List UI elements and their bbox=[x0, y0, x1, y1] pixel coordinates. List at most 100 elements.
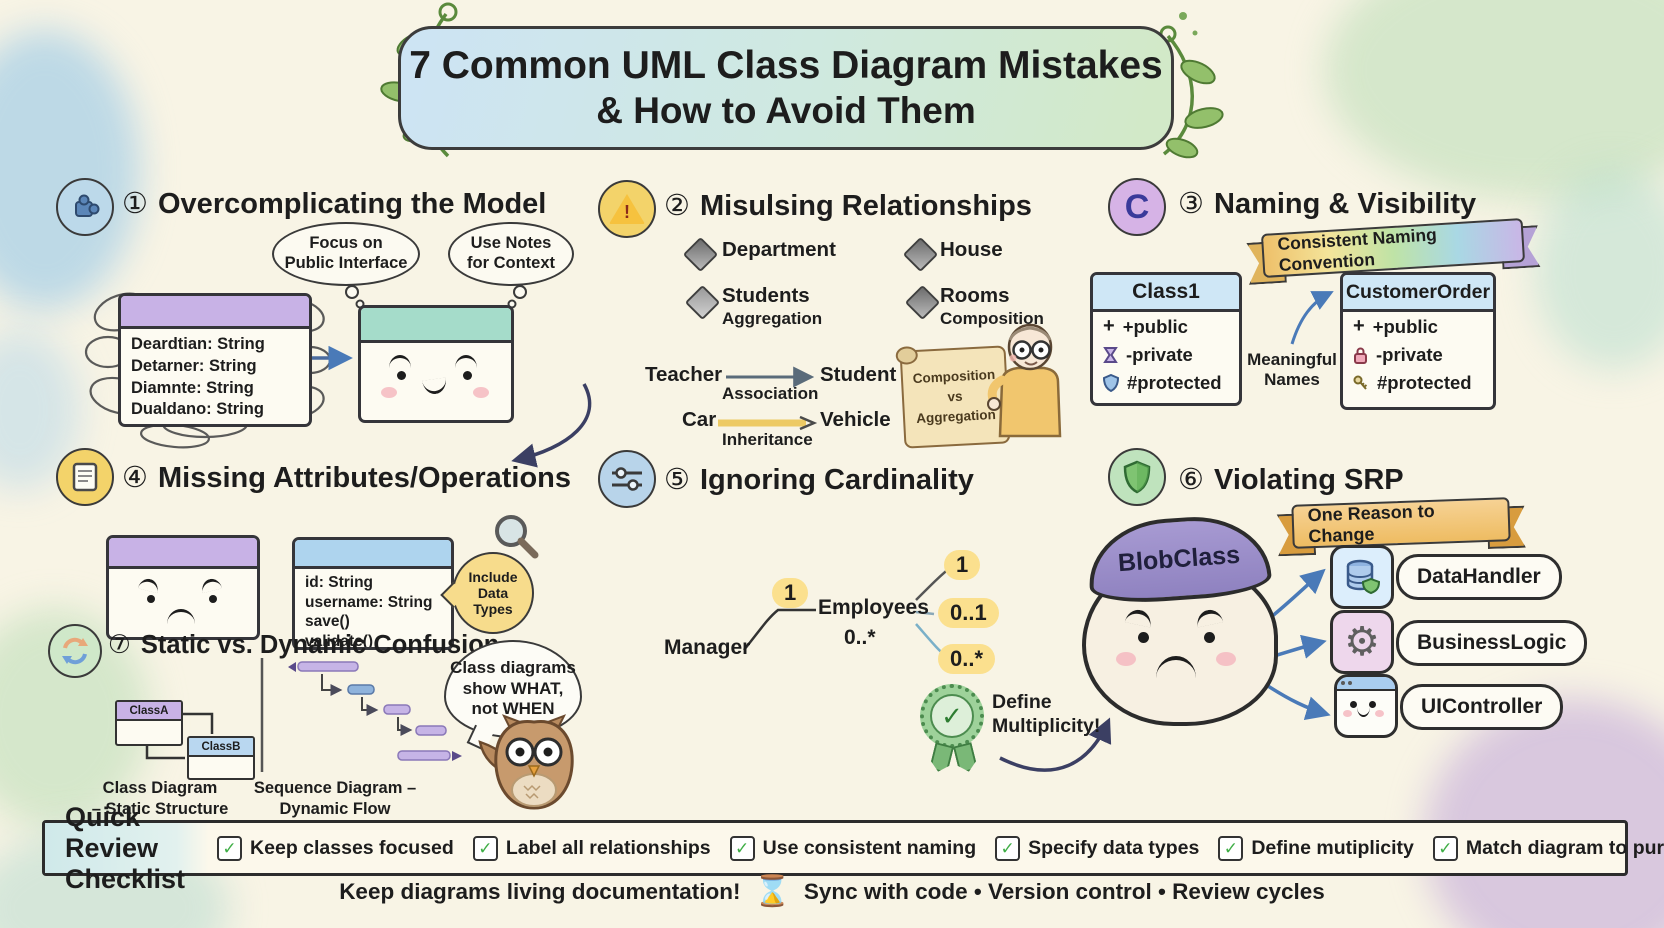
class-header bbox=[109, 538, 257, 569]
plus-icon: + bbox=[1353, 315, 1365, 337]
section-title: Naming & Visibility bbox=[1214, 188, 1477, 220]
inheritance-from: Car bbox=[682, 408, 717, 431]
mini-class-name: ClassB bbox=[189, 738, 253, 757]
class-header bbox=[121, 296, 309, 329]
owl-character bbox=[478, 714, 574, 810]
srp-item-pill: UIController bbox=[1400, 684, 1564, 730]
multiplicity-option: 1 bbox=[944, 550, 981, 580]
class1-box: Class1 + +public -private #protected bbox=[1090, 272, 1242, 406]
blob-name: BlobClass bbox=[1116, 540, 1241, 577]
classa-box: ClassA bbox=[115, 700, 183, 746]
checkbox-icon: ✓ bbox=[1218, 835, 1244, 861]
meaningful-names-label: Meaningful Names bbox=[1247, 350, 1337, 389]
checklist-item: ✓ Keep classes focused bbox=[217, 835, 454, 861]
srp-item-pill: BusinessLogic bbox=[1396, 620, 1588, 666]
worried-face bbox=[109, 569, 257, 637]
checklist-item: ✓ Define mutiplicity bbox=[1218, 835, 1414, 861]
sliders-icon bbox=[598, 450, 656, 508]
thought-bubble-public-interface: Focus on Public Interface bbox=[272, 222, 420, 286]
empty-class-box bbox=[106, 535, 260, 640]
checklist-item-label: Keep classes focused bbox=[250, 836, 454, 859]
section-title: Static vs. Dynamic Confusion bbox=[140, 631, 500, 659]
section-heading-staticdynamic: ⑦ Static vs. Dynamic Confusion bbox=[108, 630, 499, 660]
multiplicity-option: 0..1 bbox=[938, 598, 999, 628]
class-attributes: id: String username: String save() valid… bbox=[295, 569, 451, 650]
section-title: Missing Attributes/Operations bbox=[158, 462, 572, 494]
gear-glyph: ⚙ bbox=[1344, 620, 1380, 664]
checklist-item-label: Match diagram to purpose bbox=[1465, 836, 1664, 859]
customerorder-box: CustomerOrder + +public -private #protec… bbox=[1340, 272, 1496, 410]
checklist-title-text: Quick Review Checklist bbox=[65, 801, 186, 894]
checklist-item-label: Use consistent naming bbox=[762, 836, 977, 859]
mini-class-name-text: ClassA bbox=[129, 704, 169, 717]
shield-protected-icon bbox=[1103, 374, 1119, 392]
attribute-line: Diamnte: String bbox=[131, 378, 254, 397]
section-number: ③ bbox=[1178, 188, 1204, 220]
cardinality-right-class: Employees bbox=[818, 596, 929, 619]
one-reason-banner: One Reason to Change bbox=[1291, 494, 1511, 552]
puzzle-icon bbox=[56, 178, 114, 236]
checklist-title: Quick Review Checklist bbox=[45, 802, 210, 894]
check-rosette-icon: ✓ bbox=[920, 684, 984, 748]
happy-face bbox=[361, 343, 511, 420]
section-number: ① bbox=[122, 188, 148, 220]
lock-icon bbox=[1354, 347, 1367, 364]
checklist-item: ✓ Label all relationships bbox=[472, 835, 711, 861]
section-number: ② bbox=[664, 190, 690, 222]
relationship-class: Rooms bbox=[940, 284, 1010, 307]
section-title: Misulsing Relationships bbox=[700, 190, 1032, 222]
visibility-row-protected: #protected bbox=[1093, 369, 1239, 397]
attribute-line: id: String bbox=[305, 574, 374, 591]
cardinality-right-mult: 0..* bbox=[844, 626, 876, 649]
section-number: ⑤ bbox=[664, 464, 690, 496]
relationship-type-label: Composition bbox=[940, 309, 1044, 328]
checklist-item: ✓ Match diagram to purpose bbox=[1432, 835, 1664, 861]
association-to: Student bbox=[820, 363, 897, 386]
visibility-label: #protected bbox=[1377, 372, 1472, 393]
banner-text: One Reason to Change bbox=[1307, 500, 1435, 547]
checkbox-icon: ✓ bbox=[217, 835, 243, 861]
section-heading-relationships: ② Misulsing Relationships bbox=[664, 188, 1032, 223]
thought-text: Use Notes for Context bbox=[467, 234, 555, 272]
visibility-row-private: -private bbox=[1343, 341, 1493, 369]
plus-icon: + bbox=[1103, 315, 1115, 337]
page-title-line1: 7 Common UML Class Diagram Mistakes bbox=[409, 44, 1163, 88]
inheritance-to: Vehicle bbox=[820, 408, 891, 431]
section-title: Violating SRP bbox=[1214, 464, 1404, 496]
hourglass-icon: ⌛ bbox=[753, 875, 791, 908]
mini-class-name-text: ClassB bbox=[201, 740, 241, 753]
section-heading-naming: ③ Naming & Visibility bbox=[1178, 186, 1476, 221]
relationship-class: Department bbox=[722, 238, 836, 261]
sync-icon bbox=[48, 624, 102, 678]
filled-class-box: id: String username: String save() valid… bbox=[292, 537, 454, 650]
class-header bbox=[361, 308, 511, 343]
gear-icon: ⚙ bbox=[1330, 610, 1394, 674]
note-icon bbox=[56, 448, 114, 506]
attribute-line: Dualdano: String bbox=[131, 400, 264, 419]
attribute-line: username: String bbox=[305, 593, 433, 611]
attribute-line: validate() bbox=[305, 632, 374, 650]
footer-note: Keep diagrams living documentation! ⌛ Sy… bbox=[0, 874, 1664, 909]
warning-exclaim: ! bbox=[624, 202, 630, 222]
checklist-item: ✓ Use consistent naming bbox=[729, 835, 977, 861]
visibility-row-protected: #protected bbox=[1343, 369, 1493, 397]
class-name: Class1 bbox=[1093, 275, 1239, 312]
relationship-class: Students bbox=[722, 284, 810, 307]
srp-item-label: UIController bbox=[1421, 695, 1543, 718]
visibility-row-public: + +public bbox=[1343, 312, 1493, 341]
letter-c-glyph: C bbox=[1124, 187, 1150, 226]
check-glyph: ✓ bbox=[941, 700, 963, 731]
cardinality-left-class: Manager bbox=[664, 636, 751, 659]
srp-item-pill: DataHandler bbox=[1396, 554, 1562, 600]
bubble-text: Include Data Types bbox=[468, 568, 518, 618]
section-heading-cardinality: ⑤ Ignoring Cardinality bbox=[664, 462, 974, 497]
section-heading-missing: ④ Missing Attributes/Operations bbox=[122, 460, 571, 495]
visibility-label: +public bbox=[1122, 315, 1188, 337]
vine-decoration-right bbox=[1159, 25, 1224, 159]
checklist-item-label: Label all relationships bbox=[505, 836, 711, 859]
section-title: Ignoring Cardinality bbox=[700, 464, 974, 496]
checklist-items: ✓ Keep classes focused ✓ Label all relat… bbox=[217, 835, 1664, 861]
class-diagram-caption: Class Diagram – Static Structure bbox=[91, 779, 229, 818]
class-header bbox=[295, 540, 451, 569]
